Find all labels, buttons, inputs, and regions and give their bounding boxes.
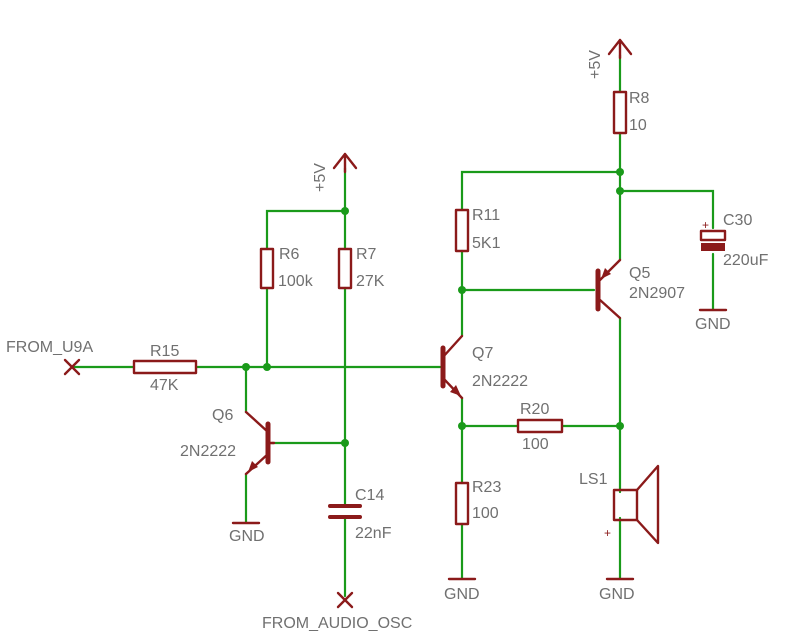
junction-dot bbox=[263, 363, 271, 371]
cross-icon bbox=[63, 358, 81, 376]
supply-right: +5V bbox=[587, 38, 633, 79]
r15-ref: R15 bbox=[150, 343, 179, 360]
r6-value: 100k bbox=[278, 273, 314, 290]
resistor-icon bbox=[337, 247, 353, 290]
resistor-r6: R6 100k bbox=[259, 246, 314, 290]
q6-ref: Q6 bbox=[212, 407, 233, 424]
arrow-up-icon bbox=[607, 38, 633, 60]
capacitor-icon bbox=[699, 229, 727, 242]
wire-c30 bbox=[618, 189, 715, 230]
gnd-label: GND bbox=[444, 586, 480, 603]
emitter-arrow-icon bbox=[450, 385, 461, 396]
q7-value: 2N2222 bbox=[472, 373, 528, 390]
gnd-c30: GND bbox=[695, 308, 731, 333]
r20-value: 100 bbox=[522, 436, 549, 453]
resistor-r23: R23 100 bbox=[454, 479, 501, 526]
junction-dot bbox=[616, 422, 624, 430]
net-from-u9a: FROM_U9A bbox=[6, 339, 93, 376]
gnd-q6: GND bbox=[229, 521, 265, 545]
junction-dot bbox=[242, 363, 250, 371]
q7-ref: Q7 bbox=[472, 345, 493, 362]
r11-value: 5K1 bbox=[472, 235, 501, 252]
junction-dot bbox=[341, 439, 349, 447]
r20-ref: R20 bbox=[520, 401, 549, 418]
wire-r6-top bbox=[265, 209, 347, 251]
net-from-audio-osc: FROM_AUDIO_OSC bbox=[262, 591, 412, 632]
q5-ref: Q5 bbox=[629, 265, 650, 282]
r8-value: 10 bbox=[629, 117, 647, 134]
junction-dot bbox=[458, 286, 466, 294]
q5-value: 2N2907 bbox=[629, 285, 685, 302]
r6-ref: R6 bbox=[279, 246, 300, 263]
junction-dot bbox=[616, 168, 624, 176]
emitter-arrow-icon bbox=[248, 461, 258, 472]
r11-ref: R11 bbox=[472, 207, 500, 224]
c14-ref: C14 bbox=[355, 487, 384, 504]
r7-value: 27K bbox=[356, 273, 385, 290]
arrow-up-icon bbox=[332, 152, 358, 174]
resistor-icon bbox=[454, 481, 470, 526]
r23-ref: R23 bbox=[472, 479, 501, 496]
gnd-ls1: GND bbox=[599, 577, 635, 603]
resistor-r11: R11 5K1 bbox=[454, 207, 501, 253]
junctions bbox=[242, 168, 624, 447]
net-label-from-audio-osc: FROM_AUDIO_OSC bbox=[262, 615, 412, 632]
gnd-label: GND bbox=[695, 316, 731, 333]
resistor-r20: R20 100 bbox=[516, 401, 564, 453]
cross-icon bbox=[336, 591, 354, 609]
gnd-r23: GND bbox=[444, 577, 480, 603]
speaker-cone bbox=[635, 464, 660, 545]
resistor-icon bbox=[259, 247, 275, 290]
r7-ref: R7 bbox=[356, 246, 377, 263]
c30-plus-mark: + bbox=[702, 218, 709, 232]
speaker-ls1: LS1 + bbox=[579, 464, 660, 545]
r15-value: 47K bbox=[150, 377, 179, 394]
resistor-r8: R8 10 bbox=[612, 90, 650, 135]
capacitor-icon bbox=[328, 504, 362, 519]
c14-value: 22nF bbox=[355, 525, 392, 542]
junction-dot bbox=[458, 422, 466, 430]
junction-dot bbox=[341, 207, 349, 215]
c30-ref: C30 bbox=[723, 212, 752, 229]
resistor-icon bbox=[454, 208, 470, 253]
resistor-r15: R15 47K bbox=[132, 343, 198, 394]
net-label-from-u9a: FROM_U9A bbox=[6, 339, 93, 356]
resistor-r7: R7 27K bbox=[337, 246, 385, 290]
gnd-label: GND bbox=[229, 528, 265, 545]
ls1-ref: LS1 bbox=[579, 471, 608, 488]
supply-label: +5V bbox=[587, 50, 604, 79]
wires bbox=[70, 53, 715, 598]
q6-collector-lead bbox=[244, 410, 270, 434]
resistor-icon bbox=[612, 90, 628, 135]
transistor-q6: Q6 2N2222 bbox=[180, 407, 276, 476]
gnd-label: GND bbox=[599, 586, 635, 603]
r23-value: 100 bbox=[472, 505, 499, 522]
transistor-q7: Q7 2N2222 bbox=[440, 334, 528, 400]
q7-collector-lead bbox=[441, 334, 464, 359]
resistor-icon bbox=[516, 418, 564, 434]
supply-label: +5V bbox=[312, 163, 329, 192]
speaker-icon bbox=[612, 488, 639, 522]
emitter-arrow-icon bbox=[601, 268, 611, 279]
wire-r11-top bbox=[460, 170, 622, 212]
capacitor-plate bbox=[701, 243, 725, 251]
supply-left: +5V bbox=[312, 152, 358, 192]
resistor-icon bbox=[132, 359, 198, 375]
ls1-plus-mark: + bbox=[604, 526, 611, 540]
q6-value: 2N2222 bbox=[180, 443, 236, 460]
q5-collector-lead bbox=[598, 298, 622, 320]
transistor-q5: Q5 2N2907 bbox=[595, 258, 685, 320]
capacitor-c30: + C30 220uF bbox=[699, 212, 769, 269]
junction-dot bbox=[616, 187, 624, 195]
c30-value: 220uF bbox=[723, 252, 769, 269]
capacitor-c14: C14 22nF bbox=[328, 487, 392, 542]
r8-ref: R8 bbox=[629, 90, 650, 107]
